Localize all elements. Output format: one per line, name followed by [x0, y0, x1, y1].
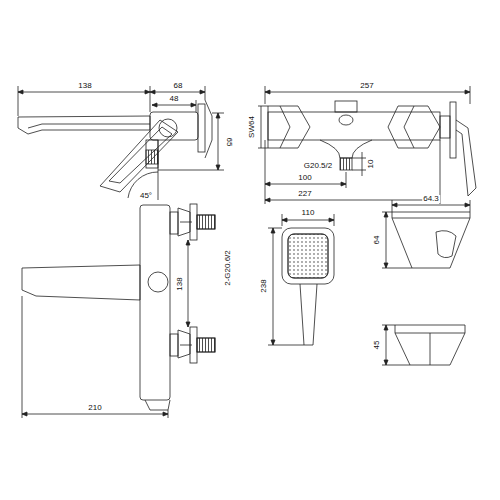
dimension-label: 210: [87, 404, 102, 412]
shower-holder: [382, 200, 470, 365]
dimension-label: SW64: [248, 115, 256, 139]
dimension-label: 45: [373, 340, 381, 351]
dimension-label: G20.5/2: [303, 162, 333, 170]
dimension-label: 138: [77, 82, 92, 90]
dimension-label: 238: [260, 278, 268, 293]
hand-shower: [268, 214, 334, 345]
side-view: [18, 86, 224, 200]
dimension-label: 48: [169, 95, 180, 103]
front-view: [258, 86, 476, 204]
dimension-label: 68: [173, 82, 184, 90]
top-view: [22, 204, 215, 418]
dimension-label: 10: [367, 159, 375, 170]
dimension-label: 64.3: [422, 195, 440, 203]
dimension-label: 65: [225, 137, 233, 148]
dimension-label: 227: [297, 190, 312, 198]
dimension-label: 257: [359, 82, 374, 90]
dimension-label: 2-G20.6/2: [224, 249, 232, 287]
dimension-label: 138: [176, 276, 184, 291]
dimension-label: 110: [301, 209, 316, 217]
dimension-label: 100: [297, 174, 312, 182]
dimension-label: 64: [373, 235, 381, 246]
dimension-label: 45°: [139, 192, 153, 200]
